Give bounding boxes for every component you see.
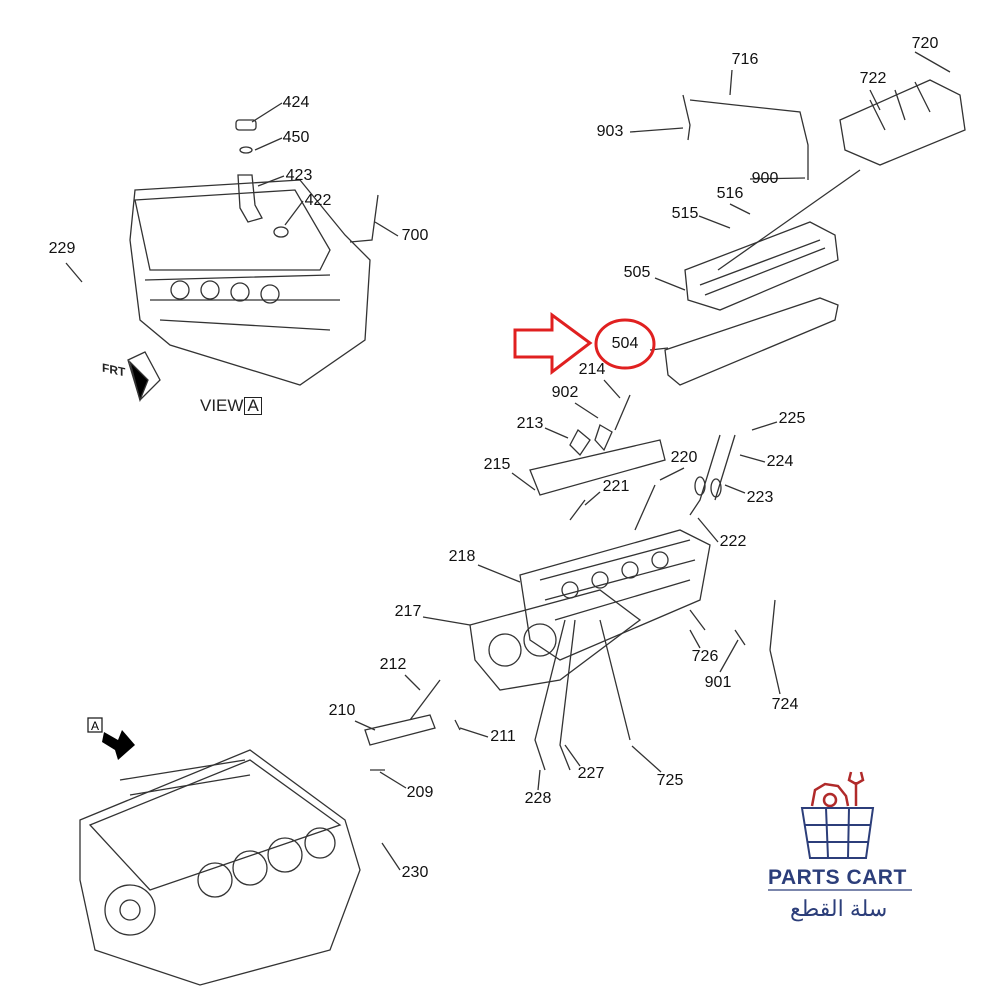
callout-515: 515 xyxy=(671,205,699,222)
highlight-callout xyxy=(513,312,656,376)
callout-903: 903 xyxy=(596,123,624,140)
valve-cover-assembly xyxy=(664,79,966,386)
callout-726: 726 xyxy=(691,648,719,665)
callout-229: 229 xyxy=(48,240,76,257)
engine-top-view xyxy=(129,119,379,386)
callout-224: 224 xyxy=(766,453,794,470)
logo-name-en: PARTS CART xyxy=(768,866,907,889)
cylinder-head-assembly xyxy=(469,394,776,771)
callout-218: 218 xyxy=(448,548,476,565)
callout-214: 214 xyxy=(578,361,606,378)
svg-text:A: A xyxy=(91,719,99,733)
callout-450: 450 xyxy=(282,129,310,146)
callout-422: 422 xyxy=(304,192,332,209)
view-text: VIEW xyxy=(200,396,244,415)
callout-217: 217 xyxy=(394,603,422,620)
callout-225: 225 xyxy=(778,410,806,427)
callout-222: 222 xyxy=(719,533,747,550)
callout-220: 220 xyxy=(670,449,698,466)
callout-902: 902 xyxy=(551,384,579,401)
callout-725: 725 xyxy=(656,772,684,789)
parts-cart-logo xyxy=(768,771,912,891)
callout-504: 504 xyxy=(611,335,639,352)
callout-213: 213 xyxy=(516,415,544,432)
callout-700: 700 xyxy=(401,227,429,244)
callout-423: 423 xyxy=(285,167,313,184)
callout-424: 424 xyxy=(282,94,310,111)
callout-230: 230 xyxy=(401,864,429,881)
logo-name-ar: سلة القطع xyxy=(790,896,888,921)
callout-223: 223 xyxy=(746,489,774,506)
callout-221: 221 xyxy=(602,478,630,495)
callout-228: 228 xyxy=(524,790,552,807)
callout-227: 227 xyxy=(577,765,605,782)
callout-720: 720 xyxy=(911,35,939,52)
callout-724: 724 xyxy=(771,696,799,713)
callout-505: 505 xyxy=(623,264,651,281)
callout-722: 722 xyxy=(859,70,887,87)
callout-901: 901 xyxy=(704,674,732,691)
callout-209: 209 xyxy=(406,784,434,801)
callout-900: 900 xyxy=(751,170,779,187)
callout-210: 210 xyxy=(328,702,356,719)
callout-516: 516 xyxy=(716,185,744,202)
callout-716: 716 xyxy=(731,51,759,68)
engine-block xyxy=(79,749,361,986)
callout-212: 212 xyxy=(379,656,407,673)
callout-211: 211 xyxy=(490,728,516,745)
callout-215: 215 xyxy=(483,456,511,473)
view-marker: A xyxy=(244,397,262,415)
